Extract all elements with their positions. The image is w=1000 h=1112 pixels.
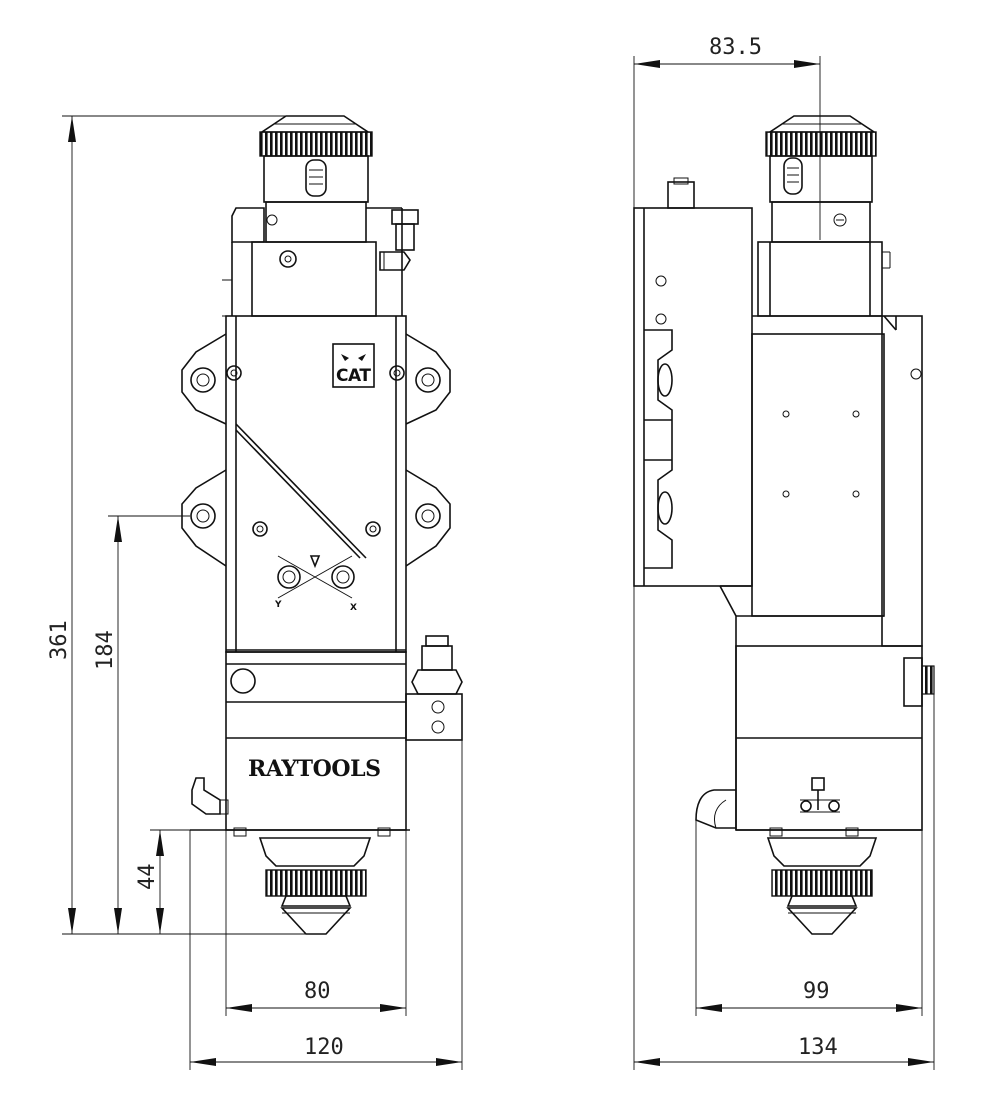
dim-80: 80 <box>226 979 406 1012</box>
front-nozzle <box>258 837 372 935</box>
side-nozzle <box>766 837 878 935</box>
side-upper-housing <box>752 241 891 317</box>
dim-99: 99 <box>696 979 922 1012</box>
front-main-body <box>181 315 451 653</box>
dim-184: 184 <box>93 516 122 934</box>
dim-120-label: 120 <box>304 1035 344 1060</box>
dim-134: 134 <box>634 1035 934 1066</box>
dim-44: 44 <box>135 830 164 934</box>
brand-label: RAYTOOLS <box>248 756 382 782</box>
front-view: CAT Y X RAYTOOLS <box>47 115 463 1070</box>
dim-361-label: 361 <box>47 620 72 660</box>
side-top-knob <box>765 115 877 243</box>
front-upper-housing <box>222 207 419 317</box>
dim-80-label: 80 <box>304 979 331 1004</box>
axis-y-label: Y <box>274 600 282 610</box>
front-side-valve <box>405 635 463 741</box>
dim-361: 361 <box>47 116 76 934</box>
front-extension-lines <box>62 115 463 1070</box>
logo-text: CAT <box>336 366 371 386</box>
side-main-body <box>719 315 923 830</box>
axis-x-label: X <box>350 603 357 613</box>
side-mount-plate <box>633 177 753 587</box>
side-extension-lines <box>633 56 935 1070</box>
dim-83-5-label: 83.5 <box>709 35 762 60</box>
front-top-knob <box>259 115 373 243</box>
xy-adjuster: Y X <box>274 555 357 613</box>
dim-99-label: 99 <box>803 979 830 1004</box>
dim-184-label: 184 <box>93 630 118 670</box>
cat-logo: CAT <box>332 343 375 388</box>
dim-44-label: 44 <box>135 864 160 891</box>
dim-120: 120 <box>190 1035 462 1066</box>
side-lower-body <box>695 645 935 837</box>
dim-83-5: 83.5 <box>634 35 820 68</box>
dim-134-label: 134 <box>798 1035 838 1060</box>
front-lower-body: RAYTOOLS <box>190 651 410 837</box>
side-view: 83.5 99 134 <box>633 35 935 1070</box>
